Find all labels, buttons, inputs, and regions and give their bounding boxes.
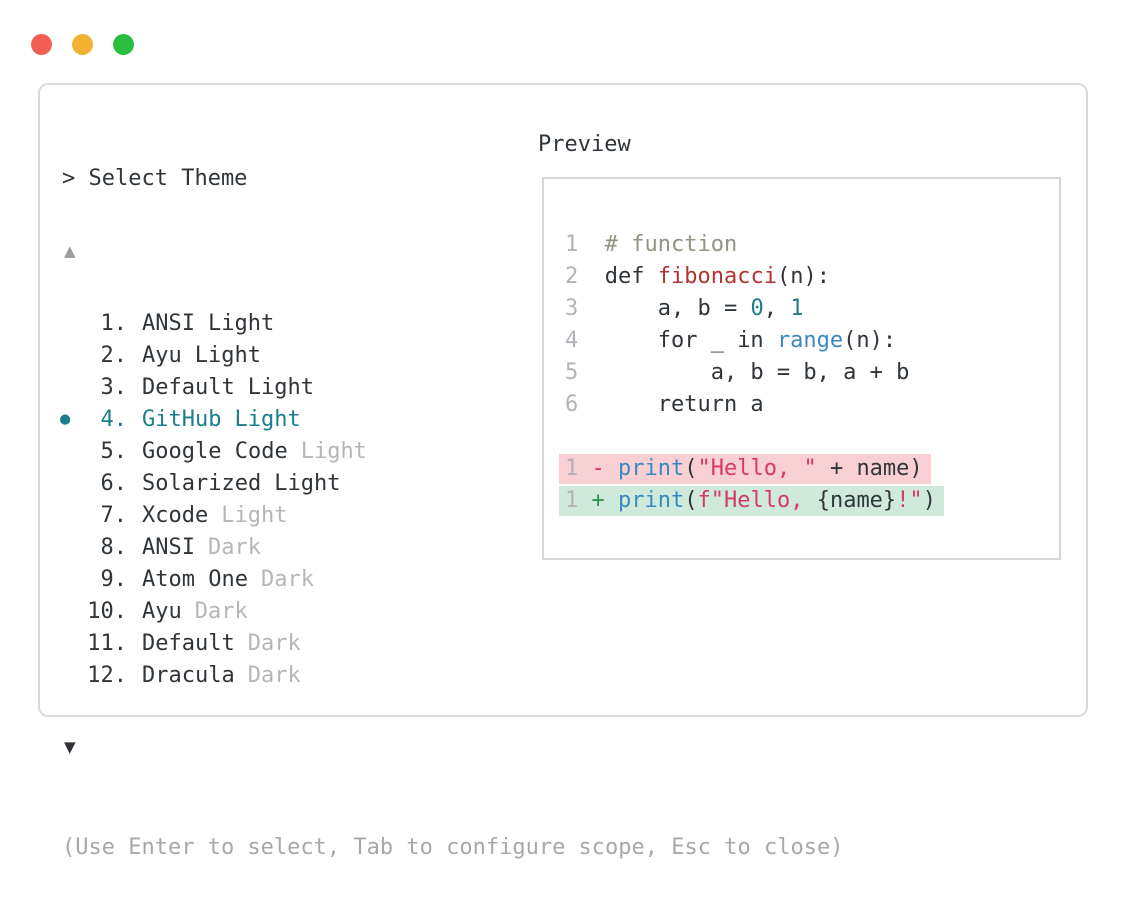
selected-dot-icon: ● [60,409,71,429]
theme-name: ANSI [142,534,195,560]
theme-number: 6. [100,470,128,496]
theme-variant: Light [221,502,288,528]
code-line-blank [565,421,1059,453]
theme-name: Xcode [142,502,209,528]
code-line: 1 # function [565,232,738,257]
theme-option-4[interactable]: ● 4. GitHub Light [60,403,843,435]
theme-name: Ayu [142,598,182,624]
theme-variant: Dark [194,598,248,624]
theme-name: Atom One [142,566,248,592]
selected-dot-icon [60,595,80,627]
theme-number: 7. [100,502,128,528]
theme-option-6[interactable]: 6. Solarized Light [62,467,843,499]
theme-option-3[interactable]: 3. Default Light [62,371,843,403]
diff-highlight-added: 1 + print(f"Hello, {name}!") [559,486,944,516]
theme-name: Solarized [142,470,262,496]
prompt-title: > Select Theme [62,166,248,191]
theme-name: Dracula [142,662,235,688]
selected-dot-icon [60,659,80,691]
theme-variant: Dark [247,662,301,688]
footer-hint: (Use Enter to select, Tab to configure s… [62,835,844,860]
preview-code: 1 # function 2 def fibonacci(n): 3 a, b = … [542,177,1061,560]
selected-dot-icon [60,339,80,371]
code-line: 5 a, b = b, a + b [565,360,910,385]
theme-option-9[interactable]: 9. Atom One Dark [62,563,843,595]
diff-line-removed: 1 - print("Hello, " + name) [559,453,1059,485]
theme-option-7[interactable]: 7. Xcode Light [62,499,843,531]
selected-dot-icon [60,531,80,563]
code-line: 2 def fibonacci(n): [565,264,830,289]
theme-variant: Dark [260,566,314,592]
selected-dot-icon [60,307,80,339]
theme-option-12[interactable]: 12. Dracula Dark [62,659,843,691]
diff-line-added: 1 + print(f"Hello, {name}!") [559,485,1059,517]
theme-option-8[interactable]: 8. ANSI Dark [62,531,843,563]
theme-number: 4. [100,406,128,432]
preview-column: Preview 1 # function 2 def fibonacci(n): 3… [538,129,1061,560]
theme-number: 5. [100,438,128,464]
diff-highlight-removed: 1 - print("Hello, " + name) [559,454,931,484]
code-line: 3 a, b = 0, 1 [565,296,804,321]
selected-dot-icon [60,499,80,531]
selected-dot-icon [60,563,80,595]
scroll-down-icon[interactable]: ▼ [64,738,76,756]
scroll-up-icon[interactable]: ▲ [64,242,76,260]
theme-variant: Light [194,342,261,368]
theme-number: 1. [100,310,128,336]
theme-number: 10. [87,598,127,624]
theme-name: Default [142,374,235,400]
theme-name: GitHub [142,406,222,432]
window-controls [31,34,134,55]
theme-option-10[interactable]: 10. Ayu Dark [62,595,843,627]
preview-label: Preview [538,132,631,157]
traffic-light-zoom[interactable] [113,34,134,55]
theme-option-2[interactable]: 2. Ayu Light [62,339,843,371]
code-line: 4 for _ in range(n): [565,328,897,353]
theme-variant: Light [274,470,341,496]
theme-option-11[interactable]: 11. Default Dark [62,627,843,659]
theme-number: 8. [100,534,128,560]
code-line: 6 return a [565,392,764,417]
selected-dot-icon [60,371,80,403]
selected-dot-icon [60,627,80,659]
theme-name: ANSI [142,310,195,336]
theme-variant: Dark [207,534,261,560]
traffic-light-close[interactable] [31,34,52,55]
theme-option-1[interactable]: 1. ANSI Light [62,307,843,339]
theme-number: 11. [87,630,127,656]
theme-number: 9. [100,566,128,592]
theme-name: Default [142,630,235,656]
theme-variant: Dark [247,630,301,656]
theme-number: 12. [87,662,127,688]
theme-name: Google Code [142,438,288,464]
theme-variant: Light [247,374,314,400]
selected-dot-icon [60,435,80,467]
theme-variant: Light [234,406,301,432]
theme-variant: Light [207,310,275,336]
theme-name: Ayu [142,342,182,368]
theme-number: 2. [100,342,128,368]
selected-dot-icon [60,467,80,499]
theme-option-5[interactable]: 5. Google Code Light [62,435,843,467]
traffic-light-minimize[interactable] [72,34,93,55]
theme-variant: Light [300,438,367,464]
theme-number: 3. [100,374,128,400]
